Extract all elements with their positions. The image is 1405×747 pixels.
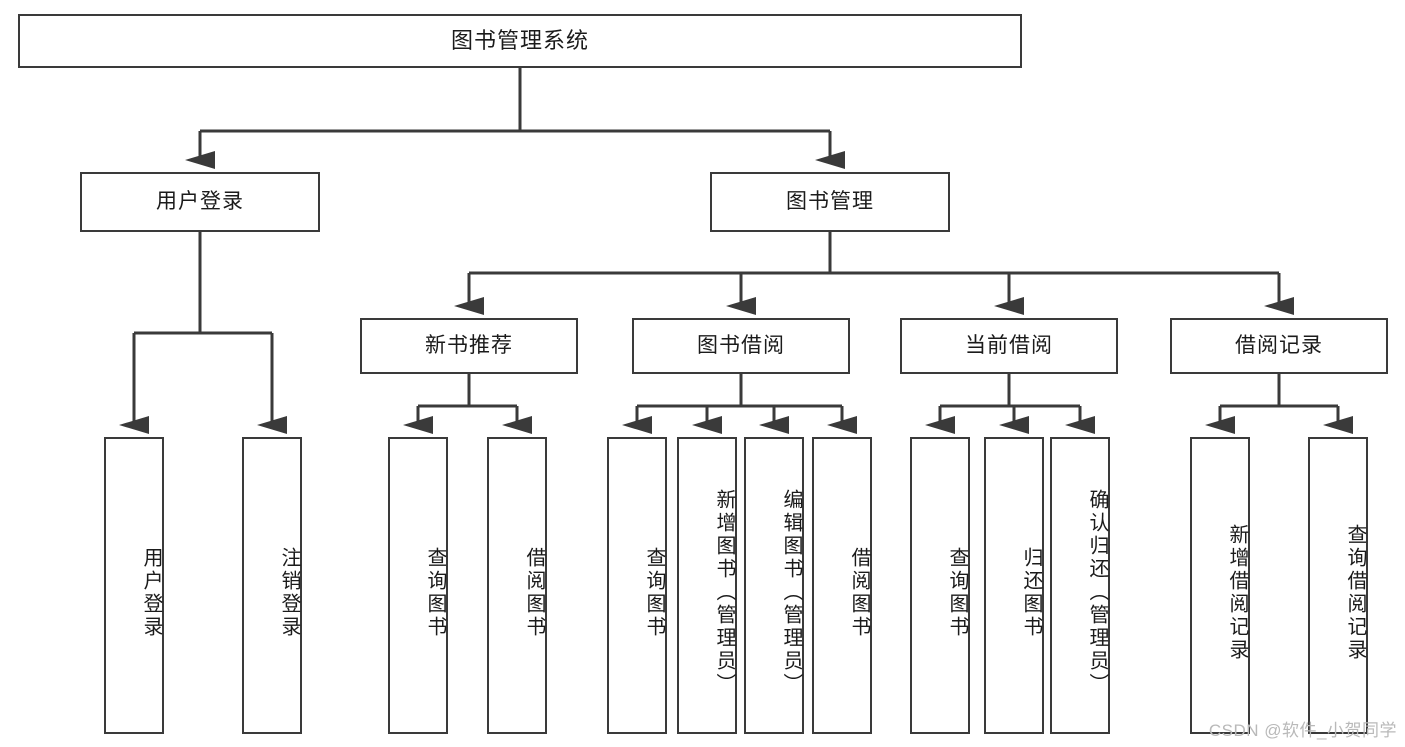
leaf-edit-book-admin[interactable]: 编辑图书（管理员）	[744, 437, 804, 734]
leaf-query-book-recommendation[interactable]: 查询图书	[388, 437, 448, 734]
leaf-query-book-current[interactable]: 查询图书	[910, 437, 970, 734]
leaf-confirm-return-admin[interactable]: 确认归还（管理员）	[1050, 437, 1110, 734]
node-new-book-recommendation[interactable]: 新书推荐	[360, 318, 578, 374]
leaf-query-borrowing-record[interactable]: 查询借阅记录	[1308, 437, 1368, 734]
node-book-borrowing[interactable]: 图书借阅	[632, 318, 850, 374]
node-current-borrowing[interactable]: 当前借阅	[900, 318, 1118, 374]
leaf-return-book[interactable]: 归还图书	[984, 437, 1044, 734]
leaf-borrow-book-borrowing[interactable]: 借阅图书	[812, 437, 872, 734]
leaf-add-borrowing-record[interactable]: 新增借阅记录	[1190, 437, 1250, 734]
leaf-logout[interactable]: 注销登录	[242, 437, 302, 734]
leaf-add-book-admin[interactable]: 新增图书（管理员）	[677, 437, 737, 734]
leaf-user-login[interactable]: 用户登录	[104, 437, 164, 734]
leaf-borrow-book-recommendation[interactable]: 借阅图书	[487, 437, 547, 734]
node-user-login[interactable]: 用户登录	[80, 172, 320, 232]
csdn-watermark: CSDN @软件_小贺同学	[1208, 721, 1397, 740]
leaf-query-book-borrowing[interactable]: 查询图书	[607, 437, 667, 734]
node-root-book-management-system[interactable]: 图书管理系统	[18, 14, 1022, 68]
node-book-management[interactable]: 图书管理	[710, 172, 950, 232]
node-borrowing-record[interactable]: 借阅记录	[1170, 318, 1388, 374]
